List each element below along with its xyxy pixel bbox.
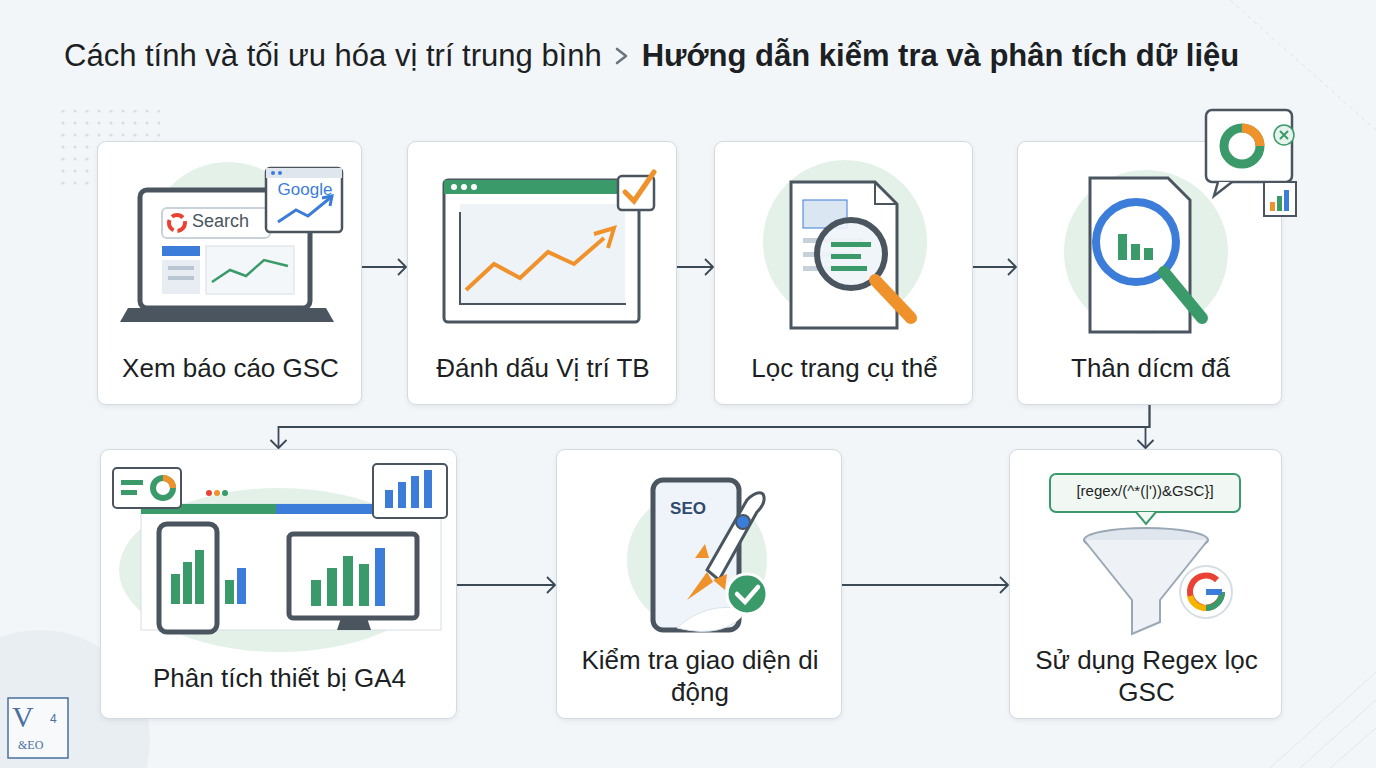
icon-label: [regex/(^*(|'))&GSC}]	[1076, 482, 1213, 499]
watermark: &EO	[18, 738, 43, 753]
process-box: Thân dícm đấ	[1017, 141, 1282, 405]
header: Cách tính và tối ưu hóa vị trí trung bìn…	[64, 38, 1364, 74]
watermark: 4	[50, 712, 57, 726]
icon-label: Search	[192, 211, 249, 232]
step-label: Xem báo cáo GSC	[108, 352, 353, 384]
step-label: Phân tích thiết bị GA4	[111, 662, 448, 694]
icon-label: SEO	[670, 499, 706, 519]
step-label: Sử dụng Regex lọc GSC	[1022, 644, 1272, 708]
flow-arrow	[457, 577, 555, 593]
step-label: Kiểm tra giao diện di động	[572, 644, 828, 708]
process-box: Lọc trang cụ thể	[714, 141, 973, 405]
process-box: Phân tích thiết bị GA4	[100, 449, 457, 719]
flow-arrow	[362, 259, 406, 275]
chevron	[602, 41, 642, 71]
subtitle: Hướng dẫn kiểm tra và phân tích dữ liệu	[642, 38, 1239, 74]
process-box: Kiểm tra giao diện di động	[556, 449, 842, 719]
watermark-frame	[8, 698, 68, 758]
icon-label: Google	[278, 180, 333, 200]
flow-arrow	[1138, 405, 1154, 448]
title: Cách tính và tối ưu hóa vị trí trung bìn…	[64, 38, 602, 74]
flow-arrow	[973, 259, 1016, 275]
step-label: Đánh dấu Vị trí TB	[418, 352, 668, 384]
process-box: Đánh dấu Vị trí TB	[407, 141, 677, 405]
watermark: V	[12, 700, 34, 734]
step-label: Thân dícm đấ	[1028, 352, 1273, 384]
step-label: Lọc trang cụ thể	[725, 352, 965, 384]
flow-arrow	[271, 405, 1150, 448]
flow-arrow	[677, 259, 713, 275]
flow-arrow	[842, 577, 1008, 593]
